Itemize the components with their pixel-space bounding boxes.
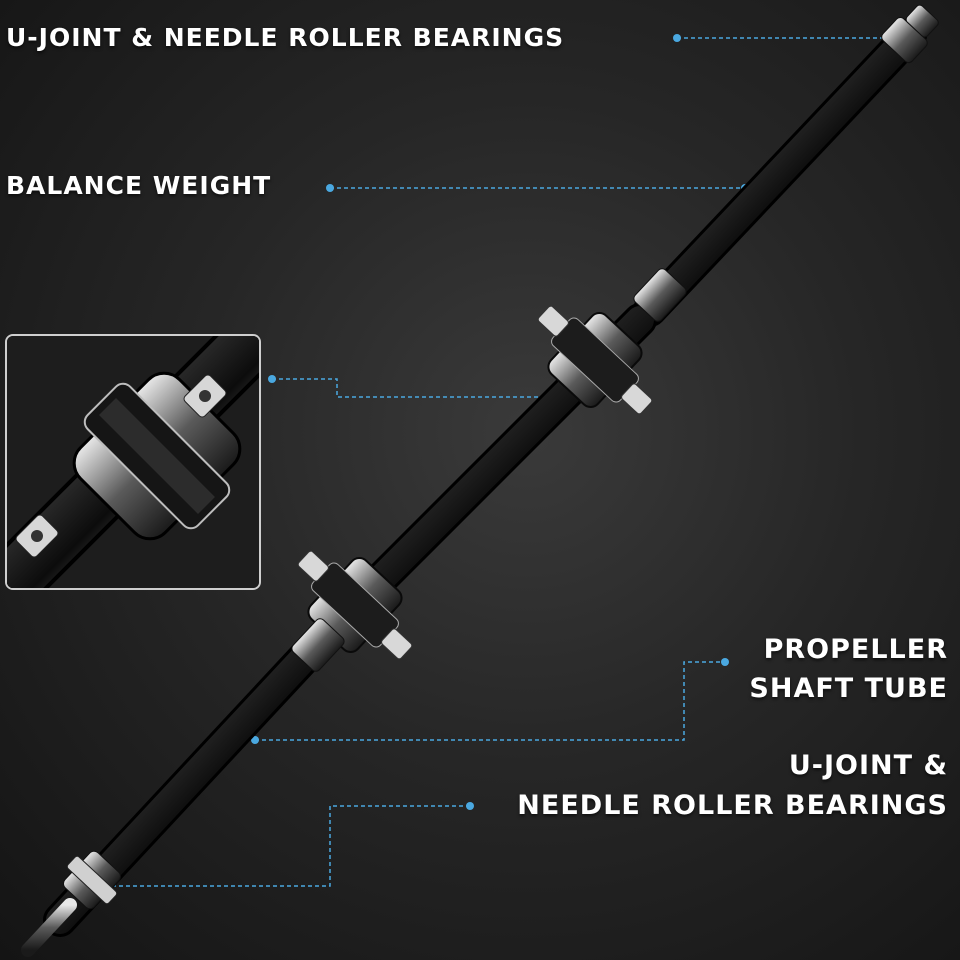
label-top-ujoint: U-JOINT & NEEDLE ROLLER BEARINGS [6, 23, 565, 52]
leader-line-center-bearing [272, 378, 556, 398]
upper-center-bearing [537, 305, 653, 415]
center-bearing-closeup-image [7, 336, 259, 588]
center-bearing-closeup-inset [5, 334, 261, 590]
driveshaft [21, 4, 939, 957]
label-balance-weight: BALANCE WEIGHT [6, 171, 272, 200]
label-propeller-line1: PROPELLER [763, 634, 948, 665]
bottom-ujoint [62, 850, 122, 910]
leader-line-propeller-tube [255, 661, 725, 741]
label-propeller-line2: SHAFT TUBE [749, 673, 948, 704]
label-bottom-ujoint-line2: NEEDLE ROLLER BEARINGS [517, 790, 948, 821]
leader-line-bottom-ujoint [105, 805, 470, 887]
top-ujoint [881, 4, 939, 64]
leader-lines [105, 37, 902, 887]
label-bottom-ujoint-line1: U-JOINT & [788, 750, 948, 781]
